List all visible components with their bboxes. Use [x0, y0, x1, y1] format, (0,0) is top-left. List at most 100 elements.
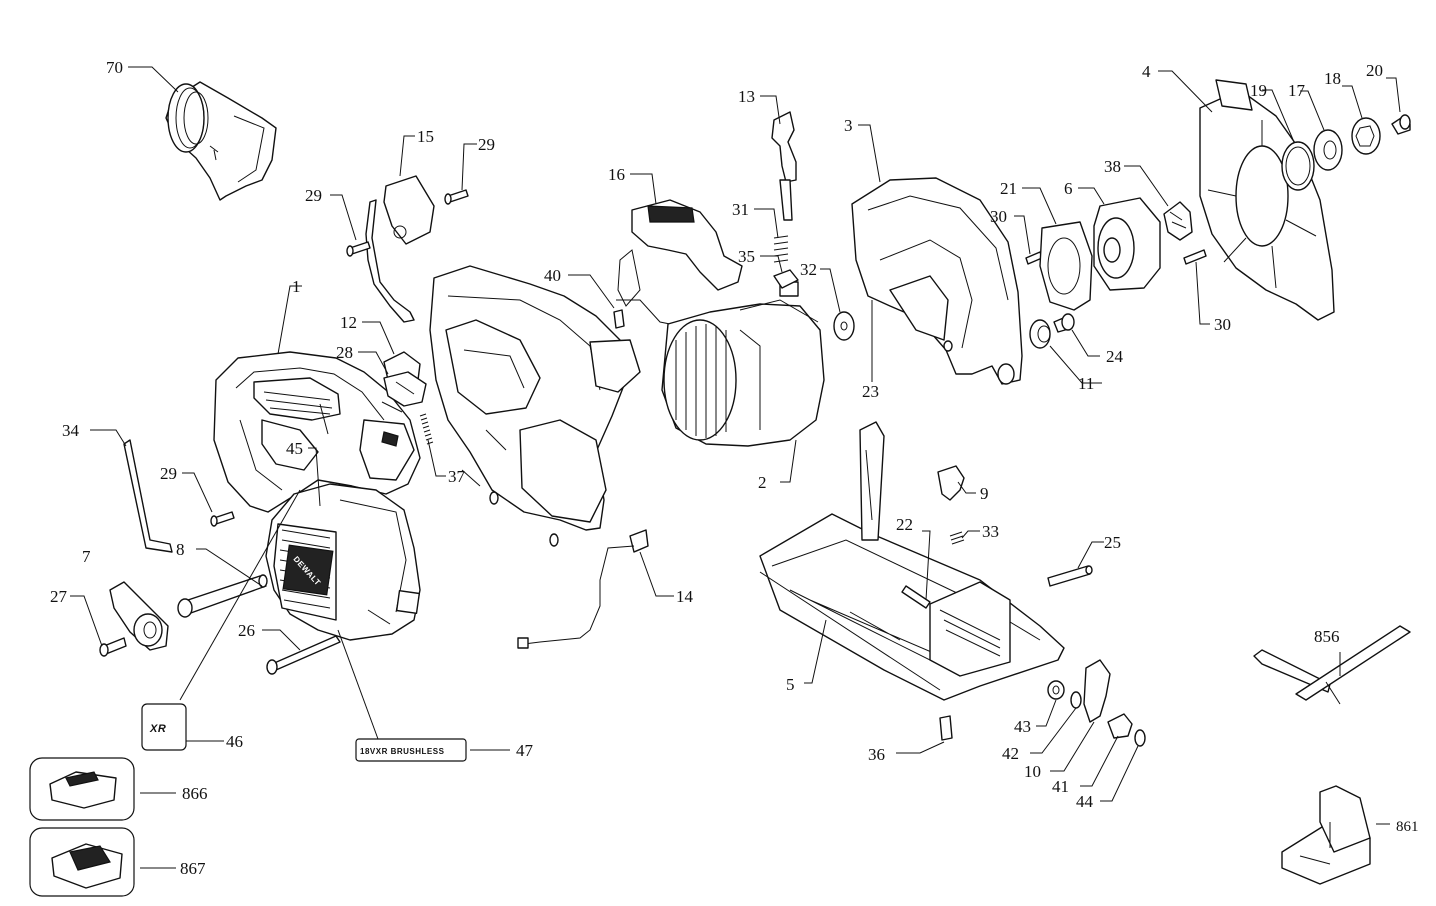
part-867-charger-box [29, 827, 135, 897]
callout-856: 856 [1314, 627, 1340, 646]
callout-24: 24 [1106, 347, 1124, 366]
part-856-wrench [1253, 625, 1411, 705]
part-25-pin [1047, 565, 1093, 587]
callout-27: 27 [50, 587, 68, 606]
callout-16: 16 [608, 165, 625, 184]
part-34-hex-key [123, 439, 173, 553]
callout-30: 30 [1214, 315, 1231, 334]
part-866-battery-box [29, 757, 135, 821]
part-14-wire-harness [517, 529, 649, 649]
part-45-motor-cover: DEWALT [265, 483, 421, 641]
callout-29: 29 [305, 186, 322, 205]
part-7-lever [109, 581, 169, 651]
callout-10: 10 [1024, 762, 1041, 781]
part-47-voltage-label: 18VXR BRUSHLESS [355, 738, 467, 762]
part-3-upper-guard [851, 177, 1023, 385]
leader-lines [70, 66, 1401, 869]
callout-28: 28 [336, 343, 353, 362]
callout-44: 44 [1076, 792, 1094, 811]
callout-46: 46 [226, 732, 243, 751]
part-17-washer [1313, 129, 1343, 171]
part-26-bolt [266, 635, 341, 675]
callout-15: 15 [417, 127, 434, 146]
callout-35: 35 [738, 247, 755, 266]
part-6-gearbox [1093, 197, 1161, 291]
part-37-spring [419, 413, 434, 445]
callout-20: 20 [1366, 61, 1383, 80]
part-44-clip [1134, 729, 1146, 747]
callout-41: 41 [1052, 777, 1069, 796]
screw-29-left [346, 241, 371, 257]
callout-19: 19 [1250, 81, 1267, 100]
callout-22: 22 [896, 515, 913, 534]
callout-29: 29 [478, 135, 495, 154]
part-861-case [1281, 785, 1371, 885]
part-5-shoe [759, 421, 1065, 701]
callout-numbers: 70 15 29 29 1 12 28 34 29 45 37 40 16 13… [50, 58, 1419, 878]
voltage-label-text: 18VXR BRUSHLESS [360, 747, 445, 756]
part-27-screw [99, 637, 127, 657]
callout-13: 13 [738, 87, 755, 106]
part-24-bolt [1053, 313, 1075, 333]
part-13-latch [771, 111, 797, 221]
callout-2: 2 [758, 473, 767, 492]
callout-43: 43 [1014, 717, 1031, 736]
part-35-block [773, 269, 799, 289]
callout-5: 5 [786, 675, 795, 694]
part-1-handle-housing [213, 351, 421, 513]
callout-7: 7 [82, 547, 91, 566]
xr-badge-text: XR [149, 723, 166, 735]
part-21-gasket [1039, 221, 1093, 311]
part-9-knob [937, 465, 965, 501]
callout-47: 47 [516, 741, 534, 760]
callout-70: 70 [106, 58, 123, 77]
callout-33: 33 [982, 522, 999, 541]
callout-21: 21 [1000, 179, 1017, 198]
callout-40: 40 [544, 266, 561, 285]
part-41-nut [1107, 713, 1133, 739]
callout-8: 8 [176, 540, 185, 559]
callout-32: 32 [800, 260, 817, 279]
part-46-xr-badge: XR [141, 703, 187, 751]
part-2-motor [661, 281, 825, 447]
callout-1: 1 [292, 277, 301, 296]
callout-12: 12 [340, 313, 357, 332]
callout-34: 34 [62, 421, 80, 440]
part-43-washer [1047, 680, 1065, 700]
callout-36: 36 [868, 745, 885, 764]
callout-9: 9 [980, 484, 989, 503]
part-middle-housing [429, 265, 641, 547]
callout-867: 867 [180, 859, 206, 878]
part-32-washer [833, 311, 855, 341]
callout-42: 42 [1002, 744, 1019, 763]
part-8-pin [177, 574, 268, 618]
part-15-bracket [365, 175, 435, 323]
callout-30: 30 [990, 207, 1007, 226]
callout-25: 25 [1104, 533, 1121, 552]
callout-38: 38 [1104, 157, 1121, 176]
part-11-flange [1029, 319, 1051, 349]
callout-29: 29 [160, 464, 177, 483]
callout-31: 31 [732, 200, 749, 219]
callout-3: 3 [844, 116, 853, 135]
part-31-spring [773, 235, 789, 263]
callout-14: 14 [676, 587, 694, 606]
callout-17: 17 [1288, 81, 1306, 100]
callout-866: 866 [182, 784, 208, 803]
callout-37: 37 [448, 467, 466, 486]
part-4-lower-guard [1199, 79, 1335, 321]
screw-29-top [444, 189, 469, 205]
part-20-bolt [1391, 114, 1411, 135]
callout-861: 861 [1396, 819, 1419, 835]
part-42-washer [1070, 691, 1082, 709]
part-22-pin [901, 585, 931, 609]
part-19-ring [1281, 141, 1315, 191]
part-33-spring [949, 531, 965, 545]
callout-45: 45 [286, 439, 303, 458]
callout-11: 11 [1078, 374, 1094, 393]
part-18-hex-washer [1351, 117, 1381, 155]
callout-6: 6 [1064, 179, 1073, 198]
callout-18: 18 [1324, 69, 1341, 88]
